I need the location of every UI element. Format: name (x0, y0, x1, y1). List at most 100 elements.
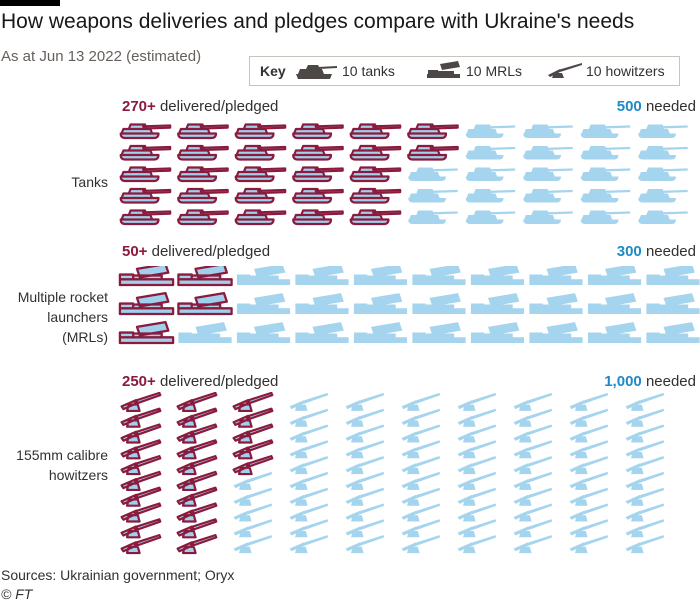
tanks-delivered-label: 270+ delivered/pledged (122, 98, 278, 115)
tanks-needed-label: 500 needed (617, 98, 696, 115)
needed-mrl-icon (587, 266, 642, 286)
needed-howitzer-icon (457, 471, 497, 490)
needed-howitzer-icon (625, 392, 665, 411)
needed-howitzer-icon (233, 519, 273, 538)
needed-mrl-icon (529, 266, 583, 286)
delivered-howitzer-icon (176, 502, 218, 523)
delivered-tank-icon (177, 187, 229, 204)
delivered-tank-icon (177, 209, 229, 226)
needed-howitzer-icon (401, 503, 441, 522)
delivered-howitzer-icon (176, 486, 218, 507)
delivered-tank-icon (234, 123, 287, 140)
needed-mrl-icon (236, 293, 291, 314)
key-label: Key (260, 63, 286, 79)
needed-howitzer-icon (289, 519, 329, 538)
delivered-howitzer-icon (232, 392, 274, 412)
needed-tank-icon (638, 146, 688, 160)
howitzer-delivered-label: 250+ delivered/pledged (122, 373, 278, 390)
needed-howitzer-icon (625, 503, 665, 522)
needed-howitzer-icon (345, 503, 385, 522)
tanks-icon-grid (119, 123, 688, 226)
needed-mrl-icon (295, 293, 349, 314)
needed-howitzer-icon (625, 519, 665, 538)
delivered-mrl-icon (118, 291, 175, 316)
needed-howitzer-icon (289, 392, 329, 411)
needed-mrl-icon (178, 322, 232, 343)
delivered-howitzer-icon (176, 455, 218, 476)
needed-howitzer-icon (569, 408, 609, 427)
needed-mrl-icon (295, 322, 349, 343)
needed-howitzer-icon (345, 408, 385, 427)
needed-tank-icon (638, 124, 688, 138)
needed-mrl-icon (587, 293, 642, 314)
delivered-tank-icon (292, 209, 344, 226)
mrl-category-line-3: (MRLs) (62, 329, 108, 345)
needed-howitzer-icon (345, 440, 385, 459)
delivered-howitzer-icon (120, 407, 162, 428)
needed-howitzer-icon (401, 519, 441, 538)
chart-title: How weapons deliveries and pledges compa… (1, 10, 635, 33)
tank-icon (296, 65, 337, 79)
delivered-tank-icon (119, 123, 172, 140)
needed-howitzer-icon (401, 535, 441, 554)
mrl-icon-grid (118, 266, 700, 345)
delivered-tank-icon (177, 166, 229, 183)
needed-mrl-icon (587, 322, 642, 343)
needed-howitzer-icon (345, 471, 385, 490)
delivered-tank-icon (292, 166, 344, 183)
needed-howitzer-icon (569, 440, 609, 459)
needed-howitzer-icon (345, 519, 385, 538)
needed-mrl-icon (412, 322, 466, 343)
needed-howitzer-icon (345, 392, 385, 411)
needed-tank-icon (408, 189, 458, 203)
mrl-category-line-1: Multiple rocket (17, 289, 108, 305)
needed-mrl-icon (412, 266, 466, 286)
needed-tank-icon (580, 167, 631, 181)
needed-tank-icon (580, 146, 631, 160)
delivered-mrl-icon (177, 266, 233, 287)
needed-mrl-icon (470, 293, 525, 314)
needed-howitzer-icon (457, 487, 497, 506)
mrl-needed-text: needed (645, 243, 696, 260)
needed-howitzer-icon (345, 424, 385, 443)
delivered-howitzer-icon (120, 423, 162, 444)
needed-howitzer-icon (625, 487, 665, 506)
mrl-delivered-label: 50+ delivered/pledged (122, 243, 270, 260)
delivered-tank-icon (292, 187, 344, 204)
needed-howitzer-icon (401, 392, 441, 411)
needed-howitzer-icon (289, 440, 329, 459)
mrl-needed-value: 300 (616, 243, 642, 260)
delivered-howitzer-icon (176, 407, 218, 428)
needed-howitzer-icon (401, 424, 441, 443)
delivered-howitzer-icon (120, 439, 162, 460)
needed-howitzer-icon (457, 456, 497, 475)
needed-howitzer-icon (233, 503, 273, 522)
needed-howitzer-icon (625, 408, 665, 427)
delivered-tank-icon (407, 123, 459, 140)
needed-howitzer-icon (289, 408, 329, 427)
needed-howitzer-icon (513, 519, 553, 538)
needed-tank-icon (408, 167, 458, 181)
needed-howitzer-icon (345, 535, 385, 554)
delivered-howitzer-icon (176, 534, 218, 555)
needed-howitzer-icon (345, 456, 385, 475)
needed-mrl-icon (353, 293, 408, 314)
delivered-howitzer-icon (176, 439, 218, 460)
delivered-howitzer-icon (232, 423, 274, 444)
needed-howitzer-icon (401, 456, 441, 475)
delivered-tank-icon (177, 144, 229, 161)
delivered-howitzer-icon (232, 455, 274, 476)
needed-tank-icon (580, 189, 631, 203)
mrl-delivered-value: 50+ (122, 243, 148, 260)
delivered-tank-icon (119, 144, 172, 161)
delivered-tank-icon (234, 187, 287, 204)
tanks-needed-text: needed (645, 98, 696, 115)
howitzer-needed-label: 1,000 needed (604, 373, 696, 390)
delivered-tank-icon (177, 123, 229, 140)
needed-mrl-icon (295, 266, 349, 286)
howitzer-category-label: 155mm calibre howitzers (16, 445, 108, 485)
ft-top-bar (0, 0, 60, 6)
delivered-tank-icon (292, 144, 344, 161)
needed-howitzer-icon (513, 440, 553, 459)
delivered-tank-icon (292, 123, 344, 140)
